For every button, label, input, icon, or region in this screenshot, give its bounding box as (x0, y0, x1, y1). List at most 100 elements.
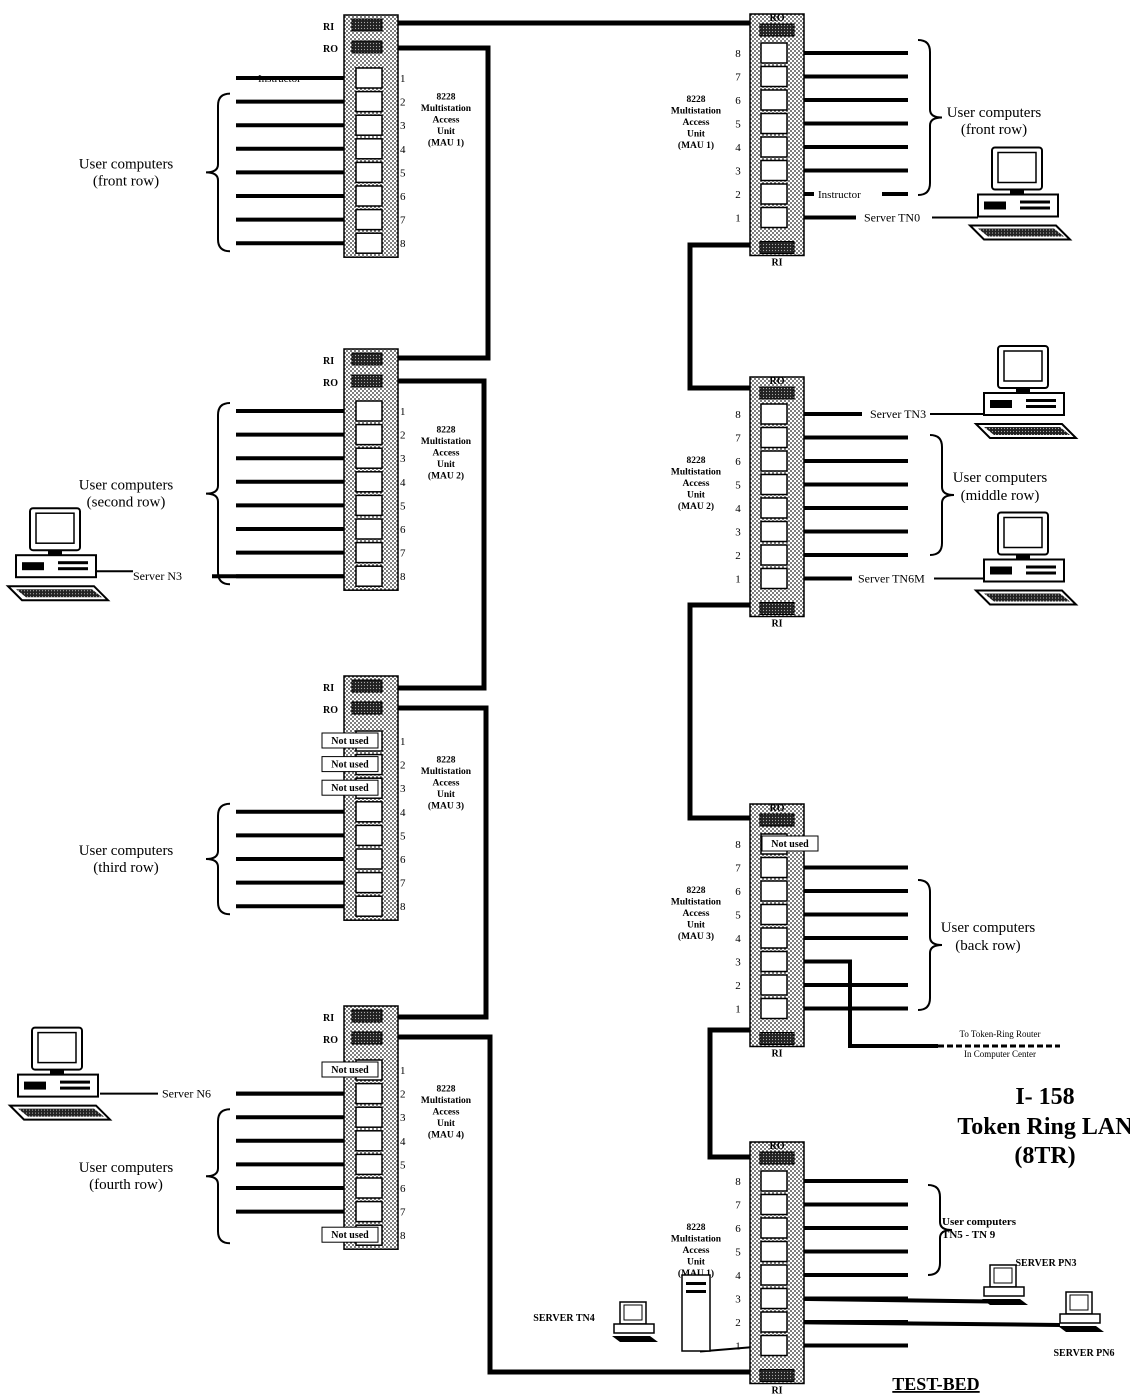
group-label: (front row) (93, 173, 159, 189)
server-cable (771, 1320, 1061, 1327)
computer-icon (969, 146, 1071, 241)
mau-description: 8228 (687, 95, 706, 105)
server-label: Server N3 (133, 569, 182, 583)
port-jack (355, 185, 383, 207)
port-jack (355, 895, 383, 917)
server-label: Server TN3 (870, 407, 926, 421)
port-label-ri: RI (771, 1386, 782, 1397)
port-jack (355, 848, 383, 870)
port-number: 2 (735, 1317, 741, 1329)
port-number: 3 (400, 453, 406, 465)
port-number: 8 (400, 238, 406, 250)
group-label: (second row) (87, 495, 166, 511)
port-number: 5 (735, 119, 741, 131)
port-jack (760, 880, 788, 902)
port-number: 4 (735, 1270, 741, 1282)
port-jack (355, 565, 383, 587)
port-jack (760, 473, 788, 496)
port-number: 8 (735, 409, 741, 421)
port-number: 4 (400, 1136, 406, 1148)
server-label: SERVER TN4 (533, 1313, 594, 1324)
computer-icon (981, 1264, 1029, 1306)
not-used-tag: Not used (321, 756, 379, 773)
port-jack (760, 974, 788, 996)
port-jack (760, 426, 788, 449)
server-label: Server TN0 (864, 211, 920, 225)
port-number: 2 (400, 1089, 406, 1101)
not-used-tag: Not used (321, 1061, 379, 1078)
port-jack (355, 138, 383, 160)
server-label: Server TN6M (858, 572, 925, 586)
mau-description: Unit (437, 127, 456, 137)
port-jack (760, 42, 788, 64)
port-jack (760, 1193, 788, 1216)
port-number: 7 (735, 72, 741, 84)
group-label: User computers (942, 1216, 1017, 1228)
group-label: User computers (947, 105, 1042, 121)
mau-description: 8228 (437, 756, 456, 766)
router-cable (790, 959, 938, 1048)
left-mau-3 (343, 675, 399, 921)
port-label-ro: RO (770, 376, 785, 387)
ring-port (759, 1369, 795, 1382)
port-number: 5 (735, 1247, 741, 1259)
ring-port (351, 701, 383, 715)
server-cable (771, 1296, 991, 1304)
tower-slot (686, 1290, 706, 1293)
ring-port (351, 1031, 383, 1045)
port-jack (760, 450, 788, 472)
mau-description: Multistation (421, 104, 472, 114)
port-label-ri: RI (323, 1013, 334, 1024)
computer-icon (1057, 1291, 1105, 1333)
not-used-box (761, 835, 819, 852)
port-jack (355, 67, 383, 89)
port-label-ro: RO (323, 1035, 338, 1046)
port-jack (355, 1082, 383, 1105)
mau-description: Multistation (671, 107, 722, 117)
cable-gap (820, 955, 916, 968)
port-jack (760, 183, 788, 205)
group-label: User computers (941, 920, 1036, 936)
not-used-label: Not used (331, 736, 369, 747)
port-number: 3 (400, 1112, 406, 1124)
port-jack (760, 520, 788, 543)
ring-cable (378, 378, 487, 691)
port-number: 6 (400, 524, 406, 536)
mau-description: (MAU 1) (678, 140, 714, 151)
ring-port (759, 241, 795, 254)
port-jack (355, 518, 383, 540)
port-jack (355, 1177, 383, 1199)
left-mau-4 (343, 1005, 399, 1250)
port-number: 3 (735, 1294, 741, 1306)
port-number: 6 (735, 456, 741, 468)
left-mau-1 (343, 14, 399, 258)
port-number: 5 (400, 500, 406, 512)
group-brace (929, 434, 955, 556)
port-number: 4 (735, 142, 741, 154)
not-used-label: Not used (771, 839, 809, 850)
right-mau-4 (749, 1141, 805, 1385)
mau-description: Unit (687, 1258, 706, 1268)
group-brace (205, 92, 231, 253)
port-jack (355, 494, 383, 517)
port-number: 1 (735, 213, 741, 225)
group-label: TN5 - TN 9 (942, 1229, 996, 1241)
ring-cable (378, 705, 489, 1020)
computer-icon (611, 1301, 659, 1343)
not-used-label: Not used (331, 760, 369, 771)
port-number: 7 (735, 1200, 741, 1212)
group-label: User computers (953, 470, 1048, 486)
port-label-ri: RI (771, 1049, 782, 1060)
diagram-title-line1: I- 158 (1015, 1084, 1074, 1110)
port-number: 7 (400, 215, 406, 227)
not-used-tag: Not used (321, 732, 379, 749)
port-jack (760, 1334, 788, 1357)
mau-description: Multistation (421, 1096, 472, 1106)
port-jack (355, 400, 383, 422)
port-jack (760, 1217, 788, 1239)
group-brace (205, 802, 231, 916)
port-number: 4 (400, 807, 406, 819)
tower-icon (681, 1274, 711, 1352)
group-brace (917, 39, 943, 196)
port-jack (355, 208, 383, 231)
